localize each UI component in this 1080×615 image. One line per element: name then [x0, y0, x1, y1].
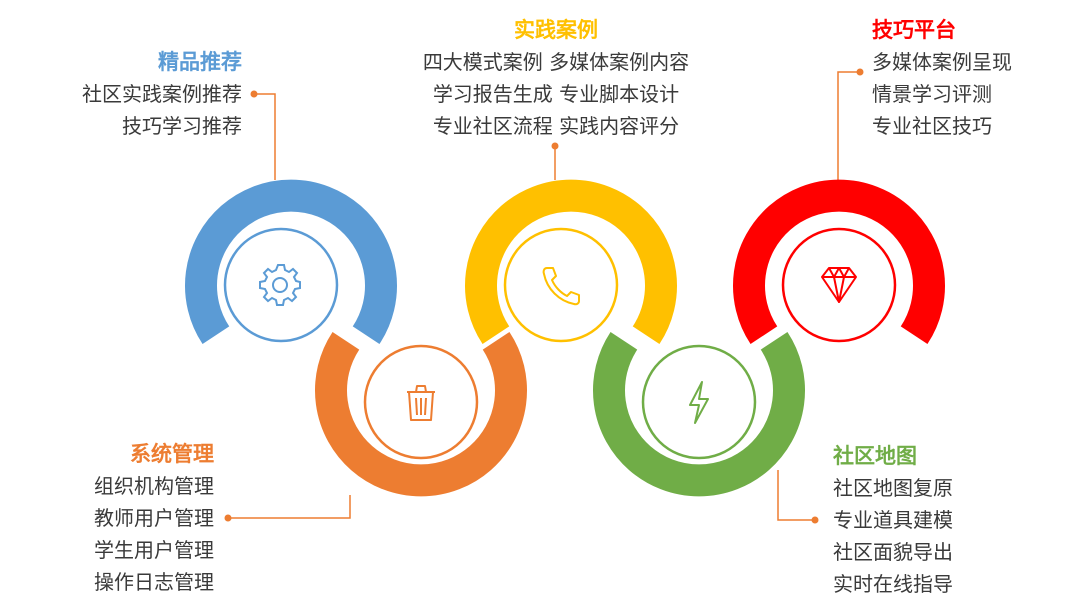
diamond-icon: [821, 267, 857, 303]
section-item: 学习报告生成 专业脚本设计: [432, 82, 680, 106]
arc-system: [315, 332, 527, 497]
trash-icon: [407, 385, 435, 421]
phone-icon: [542, 267, 580, 306]
section-item: 社区面貌导出: [833, 540, 953, 564]
connector-skills: [837, 68, 864, 180]
arc-premium: [185, 179, 397, 344]
connector-practice: [551, 142, 559, 180]
section-title-system: 系统管理: [130, 442, 214, 466]
section-title-map: 社区地图: [833, 444, 917, 468]
section-title-skills: 技巧平台: [872, 18, 956, 42]
section-item: 技巧学习推荐: [122, 114, 242, 138]
section-item: 专业社区技巧: [872, 114, 992, 138]
section-item: 多媒体案例呈现: [872, 50, 1012, 74]
section-item: 情景学习评测: [872, 82, 992, 106]
arc-skills: [733, 179, 945, 344]
section-system: 系统管理 组织机构管理 教师用户管理 学生用户管理 操作日志管理: [20, 438, 214, 598]
gear-icon: [259, 264, 301, 306]
section-item: 组织机构管理: [94, 474, 214, 498]
arc-map: [593, 332, 805, 497]
section-premium: 精品推荐 社区实践案例推荐 技巧学习推荐: [20, 46, 242, 142]
section-item: 专业道具建模: [833, 508, 953, 532]
section-skills: 技巧平台 多媒体案例呈现 情景学习评测 专业社区技巧: [872, 14, 1072, 142]
section-item: 社区实践案例推荐: [82, 82, 242, 106]
section-item: 社区地图复原: [833, 476, 953, 500]
section-title-premium: 精品推荐: [158, 50, 242, 74]
connector-premium: [250, 90, 276, 180]
section-item: 实时在线指导: [833, 572, 953, 596]
section-title-practice: 实践案例: [514, 18, 598, 42]
lightning-icon: [689, 381, 709, 424]
section-item: 专业社区流程 实践内容评分: [432, 114, 680, 138]
section-item: 四大模式案例 多媒体案例内容: [422, 50, 690, 74]
section-practice: 实践案例 四大模式案例 多媒体案例内容 学习报告生成 专业脚本设计 专业社区流程…: [378, 14, 734, 142]
section-item: 教师用户管理: [94, 506, 214, 530]
section-map: 社区地图 社区地图复原 专业道具建模 社区面貌导出 实时在线指导: [833, 440, 1033, 600]
arc-practice: [465, 179, 677, 344]
section-item: 学生用户管理: [94, 538, 214, 562]
connector-system: [224, 495, 351, 522]
section-item: 操作日志管理: [94, 570, 214, 594]
connector-map: [777, 470, 819, 524]
